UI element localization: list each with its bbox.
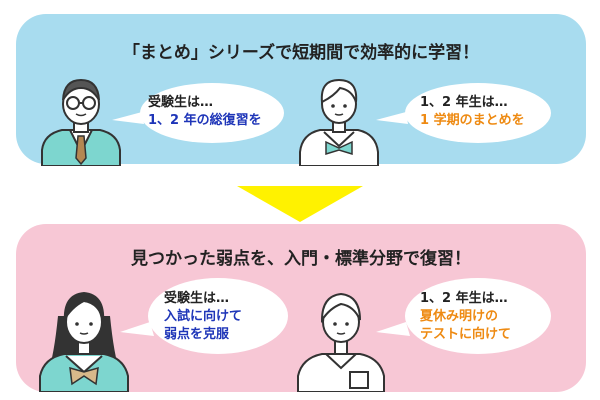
bubble-who: 1、2 年生は… bbox=[420, 95, 508, 110]
bottom-right-speech-bubble: 1、2 年生は… 夏休み明けの テストに向けて bbox=[376, 276, 552, 356]
bubble-line: 1、2 年の総復習を bbox=[148, 113, 262, 128]
girl-student-sailor-icon bbox=[299, 78, 379, 166]
top-left-speech-bubble: 受験生は… 1、2 年の総復習を bbox=[112, 82, 284, 144]
down-arrow-icon bbox=[237, 186, 363, 222]
bubble-who: 受験生は… bbox=[148, 95, 214, 110]
bottom-headline: 見つかった弱点を、入門・標準分野で復習！ bbox=[131, 249, 471, 269]
bubble-line: 弱点を克服 bbox=[164, 327, 230, 342]
bubble-who: 1、2 年生は… bbox=[420, 291, 508, 306]
top-headline: 「まとめ」シリーズで短期間で効率的に学習！ bbox=[122, 43, 480, 63]
top-right-speech-bubble: 1、2 年生は… 1 学期のまとめを bbox=[376, 82, 552, 144]
bubble-line: テストに向けて bbox=[420, 327, 512, 342]
girl-student-ponytail-icon bbox=[39, 292, 129, 392]
bubble-line: 1 学期のまとめを bbox=[420, 113, 525, 128]
bubble-who: 受験生は… bbox=[164, 291, 230, 306]
boy-student-shirt-icon bbox=[297, 292, 385, 392]
bubble-line: 夏休み明けの bbox=[420, 309, 499, 324]
boy-student-glasses-icon bbox=[41, 78, 121, 166]
bubble-line: 入試に向けて bbox=[164, 309, 243, 324]
bottom-left-speech-bubble: 受験生は… 入試に向けて 弱点を克服 bbox=[120, 276, 288, 356]
